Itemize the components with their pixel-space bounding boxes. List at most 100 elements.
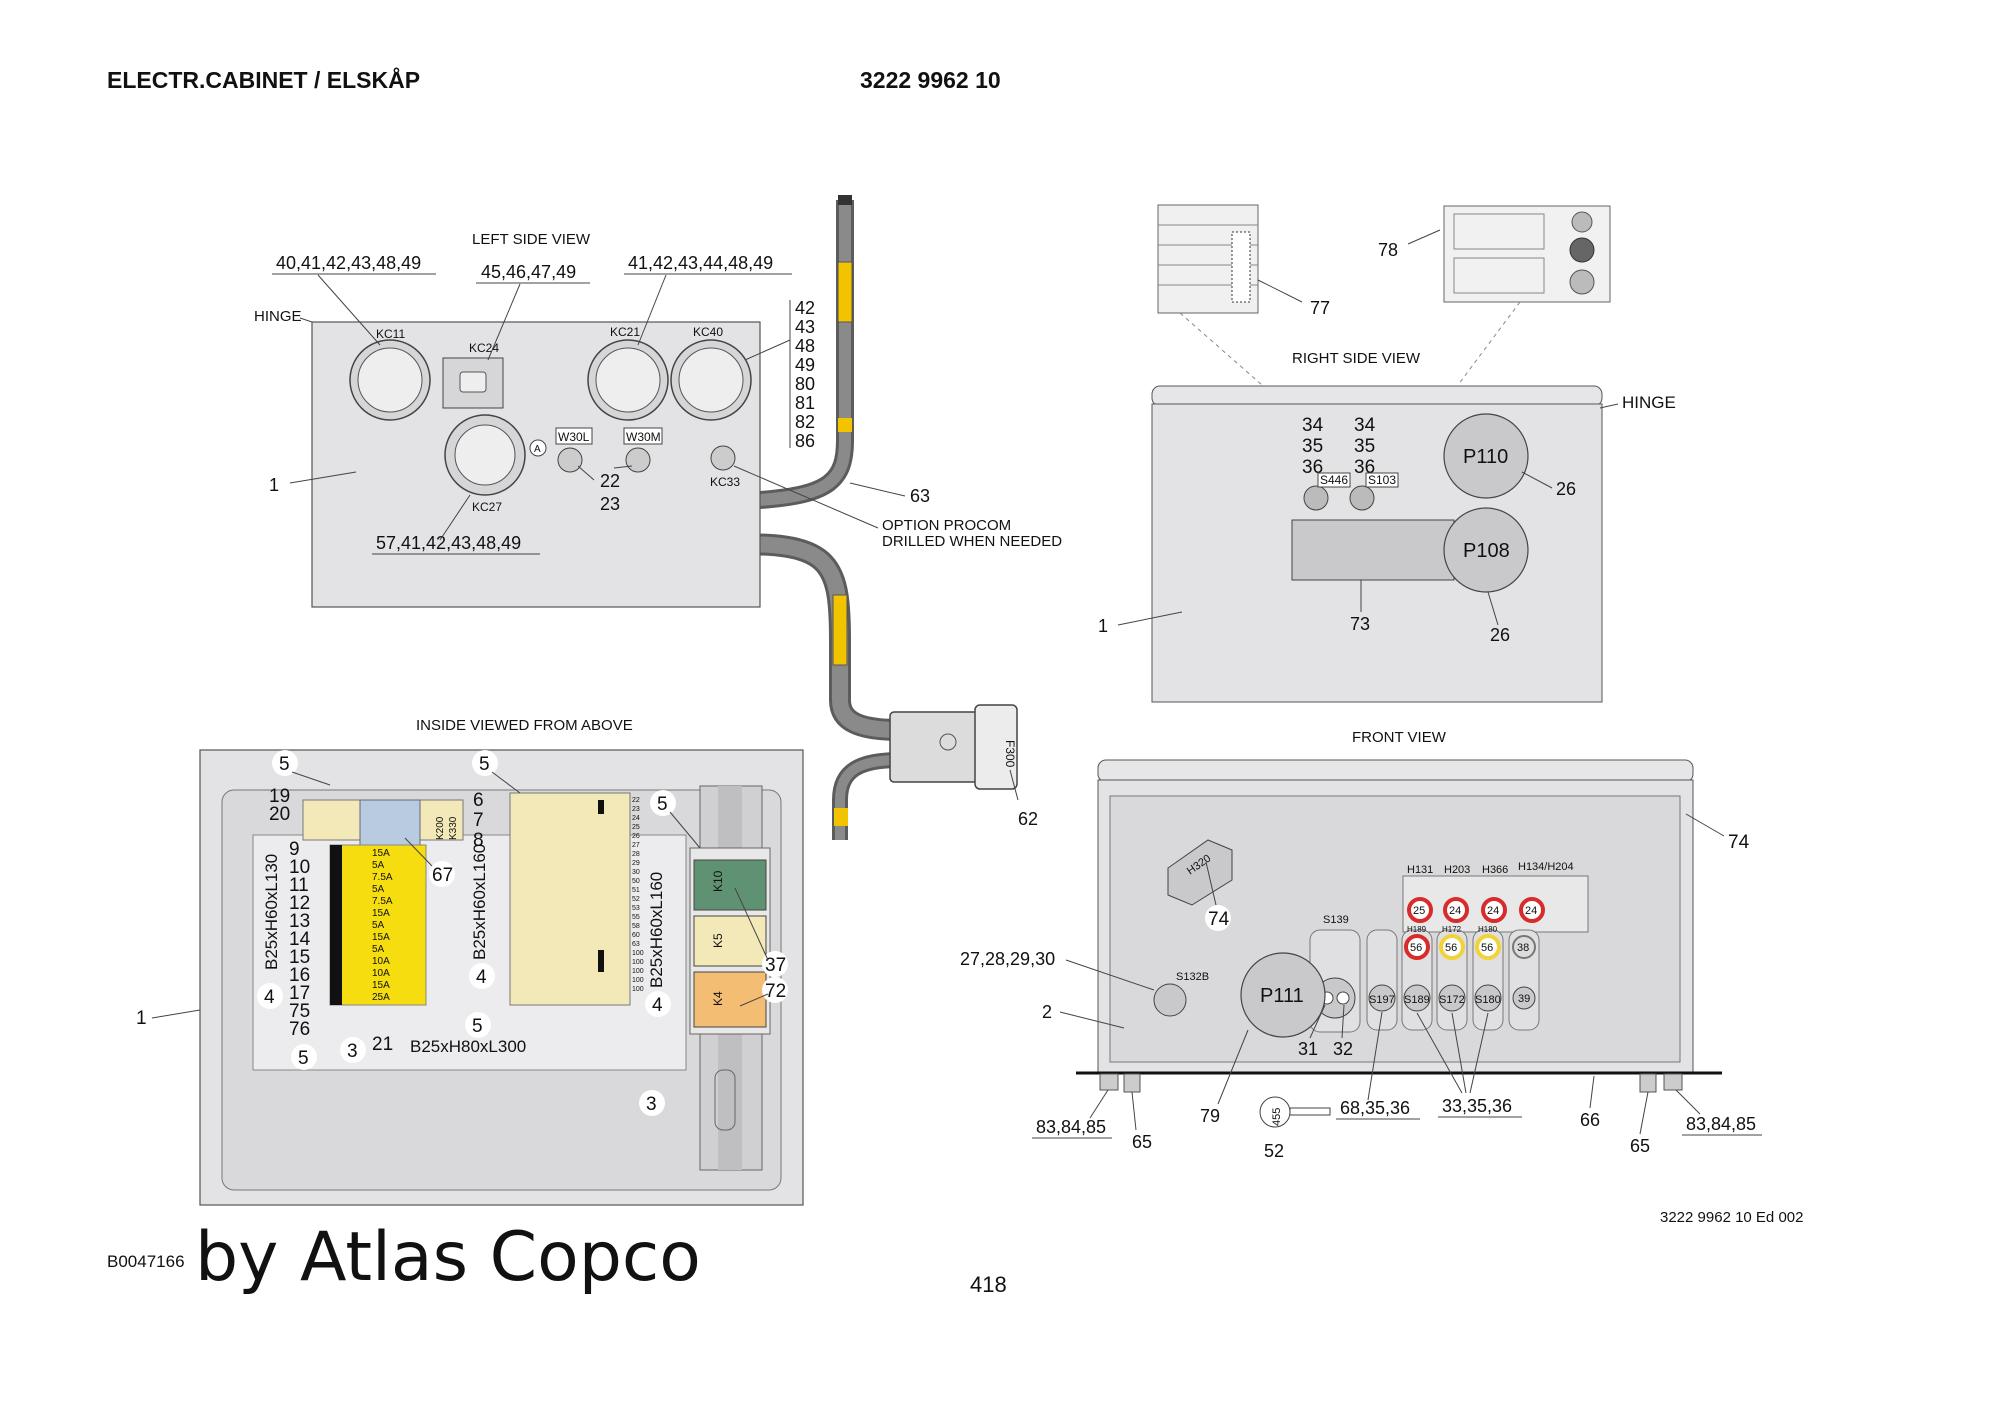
inside-item-5: 5 <box>472 1016 483 1037</box>
lamp-num: 24 <box>1487 905 1499 917</box>
callout-27: 27,28,29,30 <box>960 949 1055 969</box>
lamp-label: H131 <box>1407 864 1433 876</box>
item-73: 73 <box>1350 614 1370 634</box>
s189-label: S189 <box>1404 994 1430 1006</box>
lamp2-num: 56 <box>1410 942 1422 954</box>
inside-item-37: 37 <box>765 955 786 976</box>
s446-label: S446 <box>1320 473 1348 487</box>
warning-lamp <box>1443 897 1469 923</box>
k5-label: K5 <box>711 933 725 948</box>
inside-item-4: 4 <box>264 987 275 1008</box>
inside-view-title: INSIDE VIEWED FROM ABOVE <box>416 717 633 734</box>
terminal-num: 25 <box>632 824 640 831</box>
part-number: 3222 9962 10 <box>860 67 1001 93</box>
inside-num: 12 <box>289 893 310 914</box>
lamp2-num: 56 <box>1445 942 1457 954</box>
fuse-value: 5A <box>372 920 385 931</box>
terminal-num: 53 <box>632 905 640 912</box>
item-26-top: 26 <box>1556 479 1576 499</box>
kc40-item: 80 <box>795 374 815 394</box>
inside-item-67: 67 <box>432 865 453 886</box>
item-65-right: 65 <box>1630 1136 1650 1156</box>
s103-label: S103 <box>1368 473 1396 487</box>
lamp2-label: H180 <box>1478 925 1498 934</box>
terminal-num: 23 <box>632 806 640 813</box>
fuse-value: 25A <box>372 992 390 1003</box>
fuse-value: 15A <box>372 980 390 991</box>
item-39: 39 <box>1518 993 1530 1005</box>
brand-text: by Atlas Copco <box>195 1218 701 1297</box>
inside-item-3: 3 <box>646 1094 657 1115</box>
terminal-num: 63 <box>632 941 640 948</box>
inside-item-72: 72 <box>765 981 786 1002</box>
callout-83-left: 83,84,85 <box>1036 1117 1106 1137</box>
inside-item-5: 5 <box>657 794 668 815</box>
right-col-a: 34 35 36 <box>1302 415 1324 478</box>
fuse-value: 15A <box>372 932 390 943</box>
right-side-view: 77 78 RIGHT SIDE VIEW HINGE 34 35 36 34 … <box>1098 204 1676 703</box>
s180-label: S180 <box>1475 994 1501 1006</box>
k4-label: K4 <box>711 991 725 1006</box>
front-item-2: 2 <box>1042 1002 1052 1022</box>
lamp-labels: H131 H203 H366 H134/H204 <box>1407 861 1574 876</box>
inside-item-1: 1 <box>136 1008 147 1029</box>
k10-label: K10 <box>711 870 725 892</box>
inside-num: 6 <box>473 790 484 811</box>
item-23: 23 <box>600 494 620 514</box>
connector-kc11: KC11 <box>349 327 431 421</box>
connector-kc27: KC27 <box>444 414 526 514</box>
callout-kc24: 45,46,47,49 <box>481 262 576 282</box>
inside-num: 15 <box>289 947 310 968</box>
inside-num: 76 <box>289 1019 310 1040</box>
kc40-label: KC40 <box>693 325 723 339</box>
inside-item-5: 5 <box>479 754 490 775</box>
callout-kc21: 41,42,43,44,48,49 <box>628 253 773 273</box>
inside-num: 14 <box>289 929 311 950</box>
option-drilled: DRILLED WHEN NEEDED <box>882 533 1062 550</box>
terminal-num: 50 <box>632 878 640 885</box>
inside-item-3: 3 <box>347 1041 358 1062</box>
page-number: 418 <box>970 1272 1007 1297</box>
connector-kc40: KC40 <box>670 325 752 421</box>
item-66: 66 <box>1580 1110 1600 1130</box>
inside-num: 20 <box>269 804 290 825</box>
item-62: 62 <box>1018 809 1038 829</box>
callout-83-right: 83,84,85 <box>1686 1114 1756 1134</box>
terminal-nums: 22 23 24 25 26 27 28 29 30 50 51 52 53 5… <box>632 797 644 993</box>
p108-label: P108 <box>1463 540 1510 562</box>
key-number: 455 <box>1271 1108 1283 1126</box>
terminal-num: 27 <box>632 842 640 849</box>
indicator-lamp <box>1439 934 1465 960</box>
relay-k5 <box>693 915 767 967</box>
drawing-id: B0047166 <box>107 1252 185 1271</box>
terminal-num: 100 <box>632 968 644 975</box>
kc40-item: 43 <box>795 317 815 337</box>
s139-label: S139 <box>1323 914 1349 926</box>
kc40-item: 81 <box>795 393 815 413</box>
lamp2-label: H189 <box>1407 925 1427 934</box>
inside-num: 17 <box>289 983 310 1004</box>
terminal-num: 29 <box>632 860 640 867</box>
item-52: 52 <box>1264 1141 1284 1161</box>
inside-num: 11 <box>289 875 309 896</box>
kc27-label: KC27 <box>472 500 502 514</box>
right-col-b: 34 35 36 <box>1354 415 1376 478</box>
callout-kc27: 57,41,42,43,48,49 <box>376 533 521 553</box>
inside-num: 8 <box>473 830 484 851</box>
warning-lamp <box>1519 897 1545 923</box>
fuse-value: 7.5A <box>372 872 393 883</box>
fuse-value: 5A <box>372 860 385 871</box>
kc40-item: 48 <box>795 336 815 356</box>
kc40-part-list: 42 43 48 49 80 81 82 86 <box>795 298 815 451</box>
s172-label: S172 <box>1439 994 1465 1006</box>
warning-lamp <box>1407 897 1433 923</box>
indicator-lamps: 56 56 56 38 <box>1404 934 1536 960</box>
page-title: ELECTR.CABINET / ELSKÅP <box>107 67 421 93</box>
item-74-corner: 74 <box>1728 832 1750 853</box>
left-number-column: 19 20 9 10 11 12 13 14 15 16 17 75 76 <box>269 786 311 1040</box>
inside-num: 9 <box>289 839 300 860</box>
item-22: 22 <box>600 471 620 491</box>
mid-number-column: 6 7 8 <box>473 790 484 851</box>
inside-num: 16 <box>289 965 310 986</box>
